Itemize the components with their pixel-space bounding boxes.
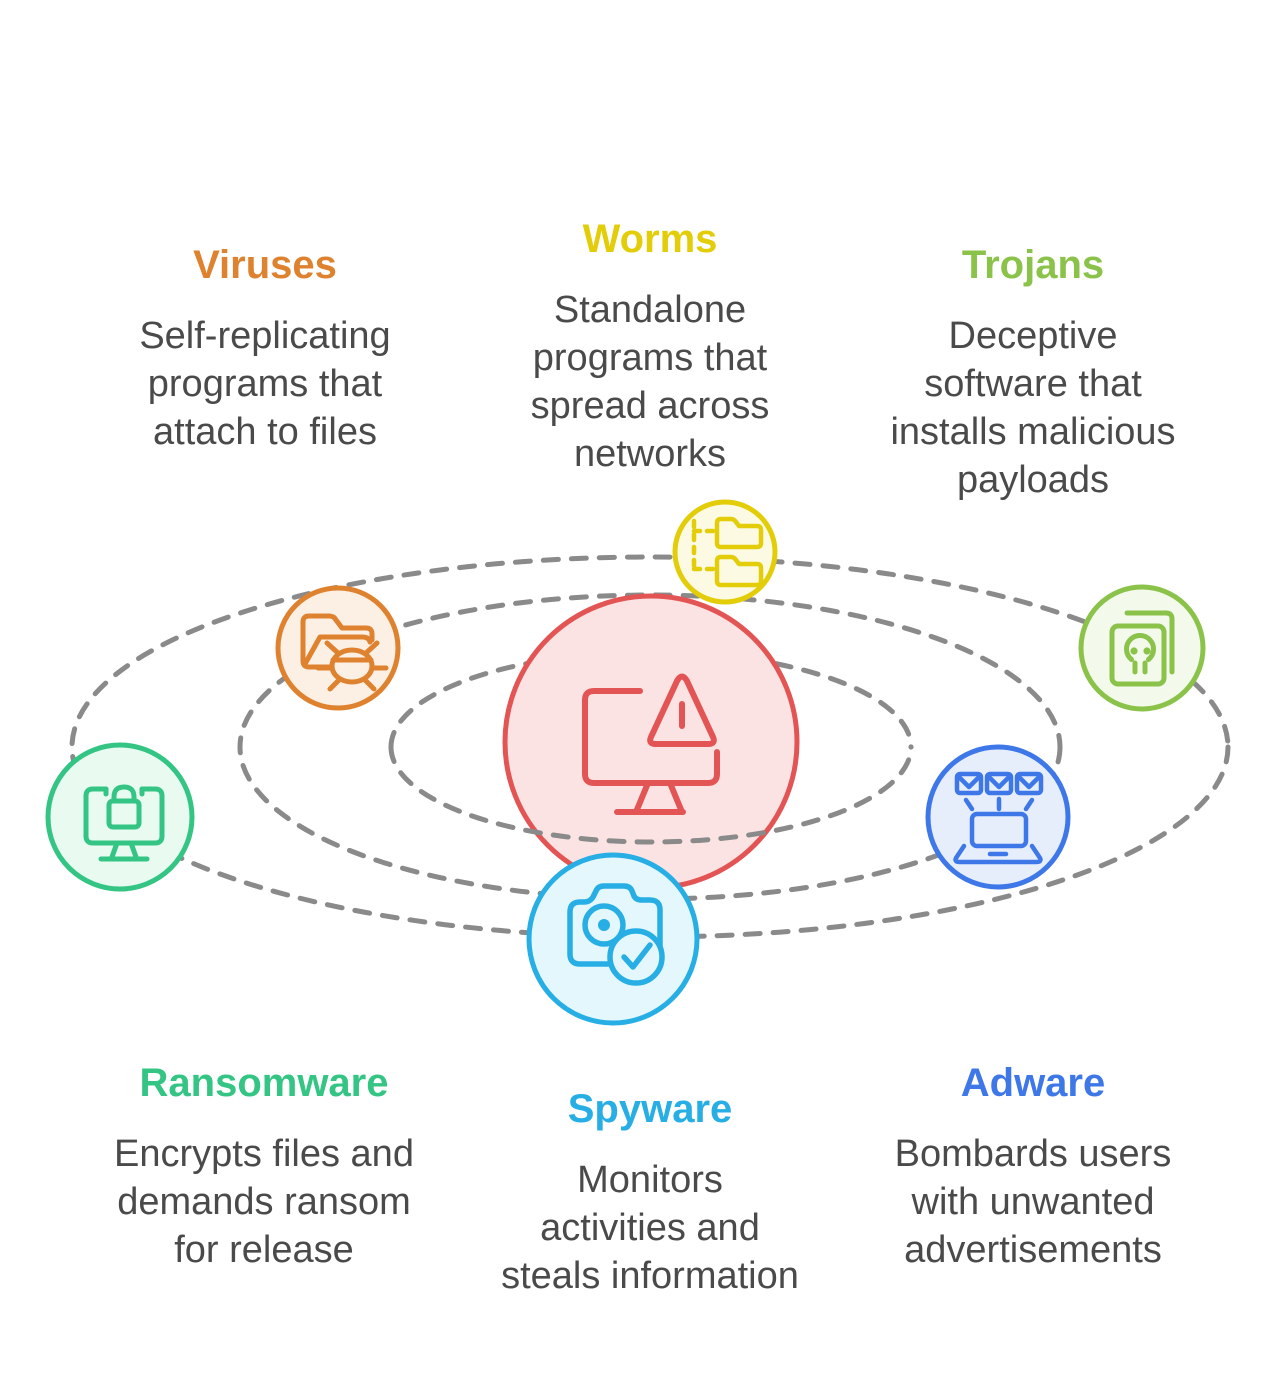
bug-folder-icon: [300, 613, 389, 692]
spyware-title: Spyware: [567, 1087, 733, 1131]
worms-node: [672, 499, 778, 605]
trojans-node: [1078, 584, 1206, 712]
adware-description: Bombards users with unwanted advertiseme…: [894, 1133, 1172, 1271]
viruses-description: Self-replicating programs that attach to…: [139, 315, 391, 453]
worms-label-block: Worms Standalone programs that spread ac…: [440, 218, 860, 478]
inner-orbit-lower: [388, 744, 914, 845]
adware-node: [925, 744, 1071, 890]
email-spam-laptop-icon: [953, 771, 1044, 865]
viruses-label-block: Viruses Self-replicating programs that a…: [55, 244, 475, 456]
adware-title: Adware: [960, 1061, 1106, 1105]
ransomware-title: Ransomware: [139, 1061, 389, 1105]
spyware-description: Monitors activities and steals informati…: [501, 1159, 799, 1297]
ransomware-description: Encrypts files and demands ransom for re…: [114, 1133, 414, 1271]
adware-label-block: Adware Bombards users with unwanted adve…: [823, 1062, 1243, 1274]
trojans-title: Trojans: [961, 243, 1105, 287]
folder-network-icon: [691, 516, 764, 588]
ransomware-label-block: Ransomware Encrypts files and demands ra…: [54, 1062, 474, 1274]
worms-description: Standalone programs that spread across n…: [530, 289, 770, 475]
viruses-node: [275, 585, 401, 711]
spyware-label-block: Spyware Monitors activities and steals i…: [440, 1088, 860, 1300]
camera-check-icon: [567, 883, 665, 986]
viruses-title: Viruses: [193, 243, 337, 287]
spyware-node: [526, 852, 700, 1026]
locked-monitor-icon: [83, 784, 165, 862]
alert-computer-icon: [582, 673, 720, 815]
trojans-label-block: Trojans Deceptive software that installs…: [823, 244, 1243, 504]
trojans-description: Deceptive software that installs malicio…: [890, 315, 1176, 501]
skull-document-icon: [1109, 610, 1175, 687]
ransomware-node: [45, 742, 195, 892]
worms-title: Worms: [582, 217, 718, 261]
